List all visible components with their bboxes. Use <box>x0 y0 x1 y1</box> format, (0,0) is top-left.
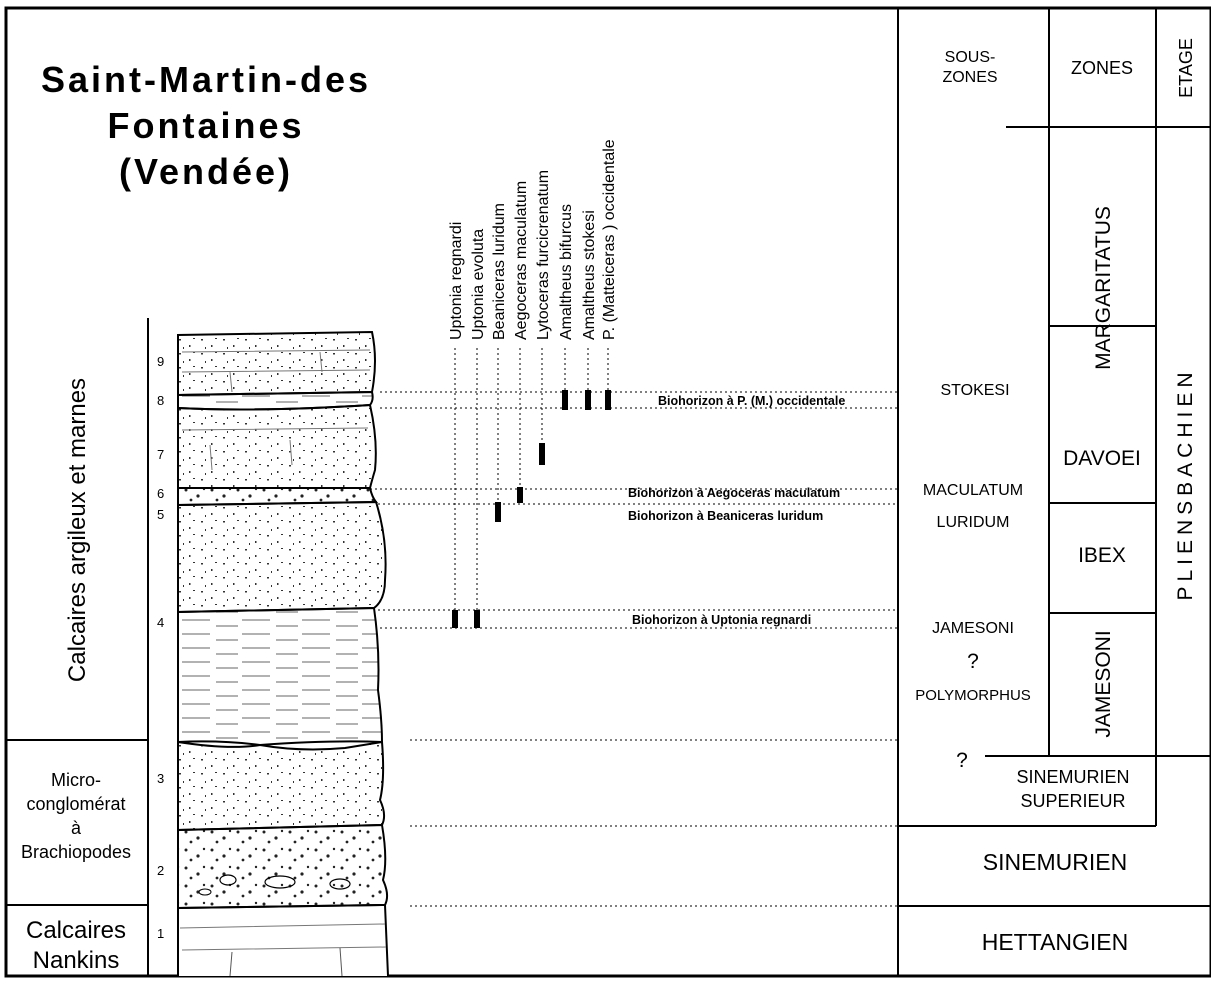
lithology-column: Calcaires argileux et marnes Micro- cong… <box>6 318 149 976</box>
taxon-occurrence-beaniceras-luridum <box>495 502 501 522</box>
lithology-unit-c-line-2: Nankins <box>33 947 120 974</box>
stage-sinemurien-sup-line-2: SUPERIEUR <box>1020 791 1125 811</box>
bed-3 <box>177 740 386 832</box>
taxon-label-amaltheus-bifurcus: Amaltheus bifurcus <box>558 204 575 340</box>
lithology-unit-b-line-2: conglomérat <box>26 794 125 814</box>
bed-number-1: 1 <box>157 926 164 941</box>
bed-6 <box>177 487 379 507</box>
subzone-luridum: LURIDUM <box>937 514 1010 531</box>
bed-4 <box>177 606 384 747</box>
title-line-2: Fontaines <box>107 105 304 146</box>
bed-number-3: 3 <box>157 771 164 786</box>
bed-number-2: 2 <box>157 863 164 878</box>
header-souszones-line-1: SOUS- <box>945 49 996 66</box>
biohorizon-regnardi: Biohorizon à Uptonia regnardi <box>632 613 811 627</box>
taxon-label-uptonia-regnardi: Uptonia regnardi <box>448 222 465 340</box>
taxon-label-matteiceras-occidentale: P. (Matteiceras ) occidentale <box>601 139 618 340</box>
bed-8 <box>177 390 374 411</box>
zone-davoei: DAVOEI <box>1063 447 1141 470</box>
outer-frame <box>4 6 1211 978</box>
zone-jamesoni: JAMESONI <box>1092 630 1115 737</box>
biohorizon-maculatum: Biohorizon à Aegoceras maculatum <box>628 486 840 500</box>
bed-number-4: 4 <box>157 615 164 630</box>
lithology-unit-a: Calcaires argileux et marnes <box>64 378 91 682</box>
taxon-occurrence-amaltheus-stokesi <box>585 390 591 410</box>
stage-labels: PLIENSBACHIEN SINEMURIEN SUPERIEUR SINEM… <box>982 367 1197 955</box>
bed-7 <box>177 403 377 489</box>
taxon-occurrence-matteiceras-occidentale <box>605 390 611 410</box>
table-headers: SOUS- ZONES ZONES ETAGE <box>942 38 1196 98</box>
zone-ibex: IBEX <box>1078 544 1126 567</box>
header-zones: ZONES <box>1071 58 1133 78</box>
stage-hettangien: HETTANGIEN <box>982 929 1129 955</box>
title-line-1: Saint-Martin-des <box>41 59 371 100</box>
lithology-unit-b-line-3: à <box>71 818 82 838</box>
taxon-occurrence-amaltheus-bifurcus <box>562 390 568 410</box>
lithology-unit-c-line-1: Calcaires <box>26 917 126 944</box>
taxon-occurrence-uptonia-evoluta <box>474 610 480 628</box>
taxon-label-uptonia-evoluta: Uptonia evoluta <box>470 229 487 340</box>
bed-number-5: 5 <box>157 507 164 522</box>
taxon-occurrence-aegoceras-maculatum <box>517 487 523 503</box>
page-title: Saint-Martin-des Fontaines (Vendée) <box>41 59 371 192</box>
zone-margaritatus: MARGARITATUS <box>1092 206 1115 370</box>
taxon-label-lytoceras-furcicrenatum: Lytoceras furcicrenatum <box>535 170 552 340</box>
taxon-label-beaniceras-luridum: Beaniceras luridum <box>491 203 508 340</box>
header-souszones-line-2: ZONES <box>942 69 997 86</box>
stage-sinemurien-sup-line-1: SINEMURIEN <box>1016 767 1129 787</box>
stage-pliensbachien: PLIENSBACHIEN <box>1174 367 1197 600</box>
stage-sinemurien: SINEMURIEN <box>983 849 1127 875</box>
taxon-occurrence-uptonia-regnardi <box>452 610 458 628</box>
biohorizon-occidentale: Biohorizon à P. (M.) occidentale <box>658 394 845 408</box>
header-etage: ETAGE <box>1176 38 1196 98</box>
subzone-polymorphus: POLYMORPHUS <box>915 687 1031 704</box>
subzone-stokesi: STOKESI <box>940 382 1009 399</box>
biohorizon-labels: Biohorizon à P. (M.) occidentale Biohori… <box>628 394 845 627</box>
bed-5 <box>177 500 387 614</box>
bed-number-7: 7 <box>157 447 164 462</box>
taxon-occurrence-lytoceras-furcicrenatum <box>539 443 545 465</box>
bed-number-8: 8 <box>157 393 164 408</box>
subzone-jamesoni: JAMESONI <box>932 620 1014 637</box>
lithology-unit-b-line-1: Micro- <box>51 770 101 790</box>
title-line-3: (Vendée) <box>119 151 293 192</box>
bed-2 <box>177 823 389 910</box>
bed-number-9: 9 <box>157 354 164 369</box>
bed-9 <box>177 330 376 397</box>
biozone-table <box>897 8 1211 976</box>
taxon-label-amaltheus-stokesi: Amaltheus stokesi <box>581 210 598 340</box>
subzone-question-2: ? <box>956 749 968 772</box>
subzone-maculatum: MACULATUM <box>923 482 1023 499</box>
stratigraphic-log <box>177 330 389 977</box>
biohorizon-luridum: Biohorizon à Beaniceras luridum <box>628 509 823 523</box>
zone-labels: MARGARITATUS DAVOEI IBEX JAMESONI <box>1063 206 1141 738</box>
bed-1 <box>177 903 389 977</box>
subzone-labels: STOKESI MACULATUM LURIDUM JAMESONI ? POL… <box>915 382 1031 772</box>
taxon-label-aegoceras-maculatum: Aegoceras maculatum <box>513 181 530 340</box>
correlation-lines <box>370 391 898 907</box>
bed-numbers: 1 2 3 4 5 6 7 8 9 <box>157 354 164 941</box>
lithology-unit-b-line-4: Brachiopodes <box>21 842 131 862</box>
subzone-question-1: ? <box>967 650 979 673</box>
bed-number-6: 6 <box>157 486 164 501</box>
